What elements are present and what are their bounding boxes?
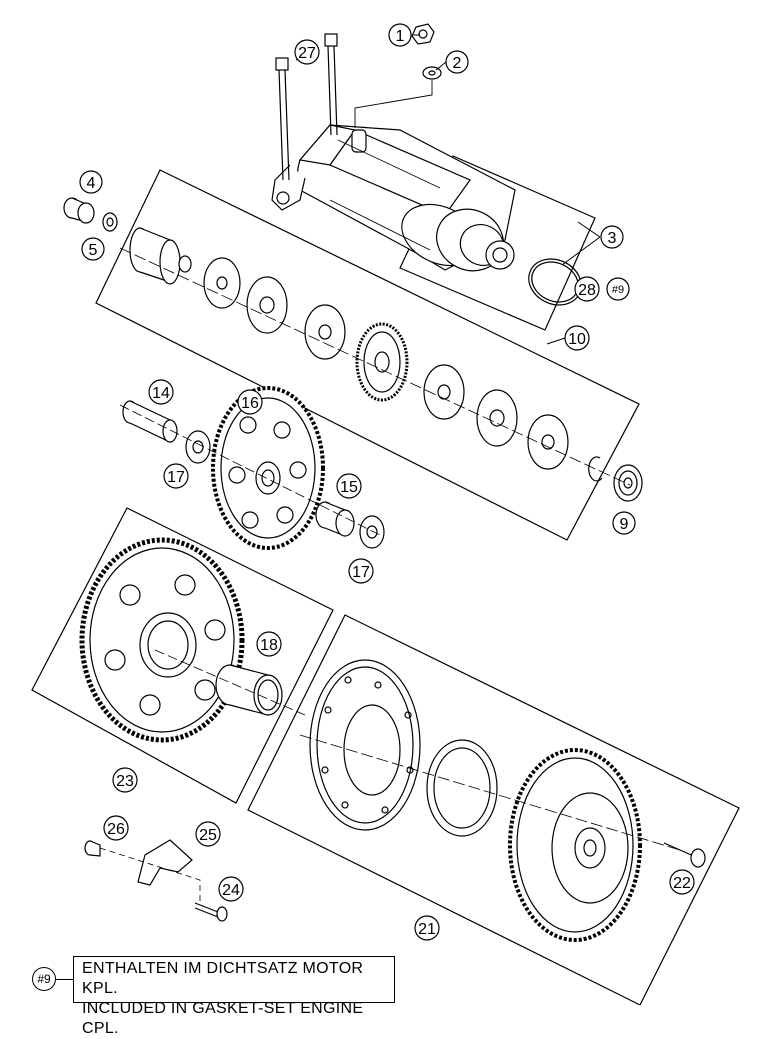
washer-b [304,304,346,360]
svg-text:10: 10 [568,331,586,348]
svg-text:26: 26 [107,821,125,838]
washer-d [527,414,569,470]
callout-22: 22 [669,869,695,895]
callout-3: 3 [600,225,624,249]
washer-a [203,257,241,309]
svg-text:14: 14 [152,385,170,402]
callout-16: 16 [237,389,263,415]
svg-text:28: 28 [578,282,596,299]
callout-15: 15 [336,473,362,499]
svg-text:16: 16 [241,395,259,412]
svg-text:5: 5 [89,242,98,259]
legend-reference-badge: #9 [32,967,56,991]
callout-9: 9 [612,511,636,535]
callout-5: 5 [81,237,105,261]
nut-1 [411,23,435,45]
svg-text:22: 22 [673,875,691,892]
callout-17-lower: 17 [348,558,374,584]
callout-25: 25 [195,821,221,847]
legend-line-english: INCLUDED IN GASKET-SET ENGINE CPL. [82,1000,364,1037]
lock-washer-b [476,389,518,447]
group-frame-21 [247,614,740,1005]
callout-21: 21 [414,915,440,941]
washer-17-lower [359,515,385,549]
starter-gear-23 [79,537,245,743]
svg-text:17: 17 [352,564,370,581]
callout-14: 14 [148,379,174,405]
svg-text:21: 21 [418,921,436,938]
callout-28-ref: #9 [606,277,630,301]
needle-bearing-15 [315,501,355,537]
exploded-parts-diagram: 1 2 3 4 5 9 10 14 15 16 17 17 18 21 22 2… [31,23,740,1005]
svg-text:2: 2 [453,55,462,72]
rotor-plate [309,659,421,831]
svg-text:15: 15 [340,479,358,496]
idler-gear-16 [211,386,325,550]
group-frame-23 [31,507,334,804]
bearing-9 [613,464,643,502]
callout-1: 1 [388,23,412,47]
washer-5 [102,212,118,232]
screw-26 [84,840,101,857]
svg-text:27: 27 [298,45,316,62]
bushing-18 [215,664,283,716]
svg-text:18: 18 [260,637,278,654]
callout-2: 2 [445,50,469,74]
svg-text:#9: #9 [612,284,624,296]
washer-c [423,364,465,420]
shaft-14 [122,400,178,443]
bolt-22 [663,842,706,868]
svg-text:23: 23 [116,773,134,790]
svg-text:25: 25 [199,827,217,844]
svg-text:17: 17 [167,469,185,486]
callout-26: 26 [103,815,129,841]
starter-motor [271,124,582,306]
bolt-24 [194,902,228,922]
callout-23: 23 [112,767,138,793]
callout-4: 4 [79,170,103,194]
group-frame-10 [95,169,640,541]
legend-line-german: ENTHALTEN IM DICHTSATZ MOTOR KPL. [82,960,364,997]
callout-27: 27 [294,39,320,65]
callout-17-upper: 17 [163,463,189,489]
lock-washer-a [246,276,288,334]
sleeve-4 [63,197,95,224]
callout-24: 24 [218,876,244,902]
callout-18: 18 [256,631,282,657]
callout-10: 10 [564,325,590,351]
flywheel [508,748,642,942]
washer-17-upper [185,430,211,464]
shaft-axis-10 [119,247,631,486]
bolt-27-right [324,33,338,136]
svg-text:24: 24 [222,882,240,899]
svg-text:4: 4 [87,175,96,192]
svg-text:1: 1 [396,28,405,45]
bracket-25 [137,839,193,886]
bolt-27-left [275,57,290,181]
svg-text:3: 3 [608,230,617,247]
legend-connector [56,979,73,980]
pinion-gear [129,227,192,285]
legend-box: ENTHALTEN IM DICHTSATZ MOTOR KPL. INCLUD… [73,956,395,1037]
intermediate-gear [355,322,409,402]
freewheel-ring [426,739,498,837]
callout-28: 28 [574,276,600,302]
svg-text:9: 9 [620,516,629,533]
circlip [588,456,603,482]
